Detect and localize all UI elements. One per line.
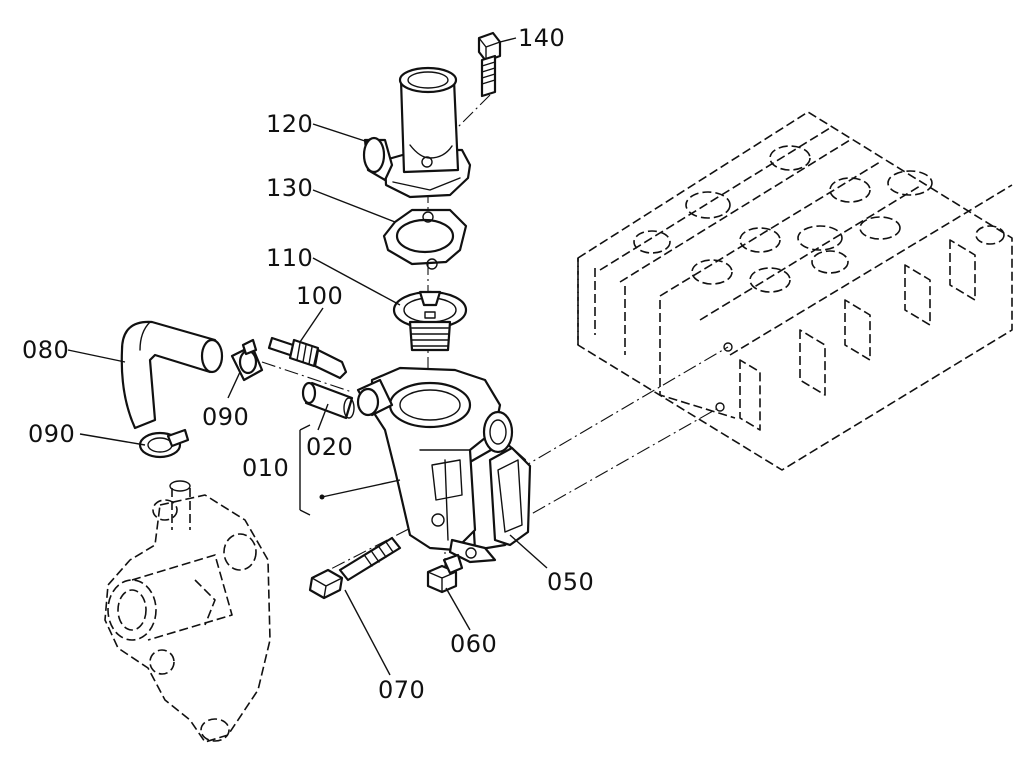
callout-090-upper: 090: [202, 403, 249, 431]
callout-120: 120: [266, 110, 313, 138]
callout-060: 060: [450, 630, 497, 658]
callout-070: 070: [378, 676, 425, 704]
clamp-090-lower: [138, 428, 190, 459]
callout-140: 140: [518, 24, 565, 52]
hose-080: [120, 320, 224, 430]
thermostat-110: [392, 290, 468, 352]
cylinder-head: [577, 111, 1013, 471]
callout-020: 020: [306, 433, 353, 461]
callout-100: 100: [296, 282, 343, 310]
water-pump: [104, 480, 271, 743]
sensor-100: [267, 336, 348, 380]
thermostat-cover-120: [362, 66, 472, 199]
callout-050: 050: [547, 568, 594, 596]
clip-090-upper: [230, 338, 264, 382]
callout-130: 130: [266, 174, 313, 202]
callout-080: 080: [22, 336, 69, 364]
bolt-140: [477, 31, 502, 98]
bolt-070: [308, 536, 402, 600]
leader-lines: [67, 37, 548, 676]
gasket-130: [382, 208, 468, 270]
callouts: 140 120 130 110 100 080 090 090 020 010 …: [22, 24, 594, 704]
plug-060: [426, 553, 464, 594]
callout-110: 110: [266, 244, 313, 272]
callout-010: 010: [242, 454, 289, 482]
bypass-pipe-020: [301, 381, 355, 420]
callout-090-lower: 090: [28, 420, 75, 448]
thermostat-housing-010: [356, 366, 532, 564]
